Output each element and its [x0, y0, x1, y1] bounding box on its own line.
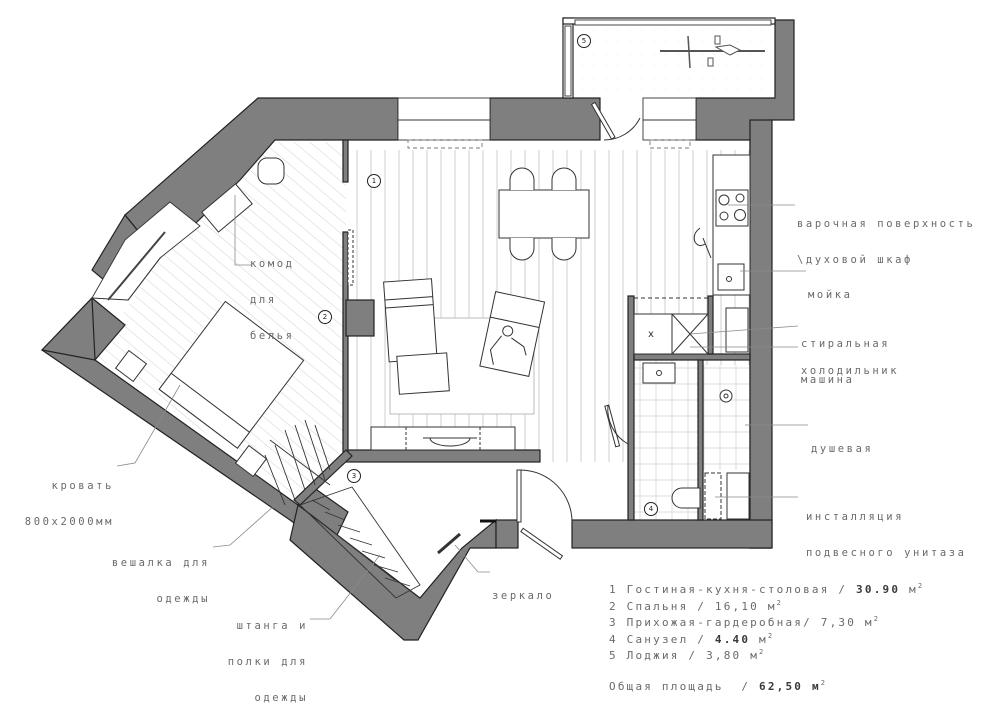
label-hanger: вешалка для одежды: [100, 533, 210, 617]
wall-column: [345, 299, 375, 337]
label-fridge: холодильник: [801, 341, 899, 389]
door-loggia-leaf: [590, 101, 616, 140]
entrance-door-leaf: [516, 469, 522, 523]
legend-row-2: 2 Спальня / 16,10 м2: [609, 598, 784, 613]
label-line: мойка: [808, 289, 853, 301]
label-line: одежды: [156, 593, 210, 605]
label-line: зеркало: [492, 590, 555, 602]
label-line: кровать: [51, 480, 114, 492]
svg-text:x: x: [648, 329, 654, 340]
label-toilet-installation: инсталляция подвесного унитаза: [806, 487, 967, 571]
entrance-door-leaf-2: [520, 527, 564, 560]
label-line: комод: [250, 258, 295, 270]
mirror: [437, 532, 461, 555]
nightstand: [114, 349, 148, 383]
chair: [551, 238, 577, 261]
hanger-wardrobe: [264, 419, 331, 506]
wall-right: [749, 119, 773, 549]
label-mirror: зеркало: [492, 566, 554, 614]
toilet: [671, 487, 701, 509]
wall-partition-living-hall: [345, 449, 541, 463]
area-legend: 1 Гостиная-кухня-столовая / 30.90 м2 2 С…: [609, 580, 924, 694]
dining-table: [498, 189, 590, 239]
washing-machine: [633, 313, 673, 355]
label-line: холодильник: [801, 365, 900, 377]
wall-bedroom-west: [41, 297, 349, 551]
wall-partition-bedroom-2: [342, 231, 349, 453]
loggia-glazing-top: [574, 19, 772, 26]
label-bed: кровать 800x2000мм: [14, 456, 114, 540]
label-line: вешалка для: [111, 557, 210, 569]
label-sink: мойка: [808, 265, 853, 313]
label-line: машина: [801, 374, 855, 386]
label-rails-shelves: штанга и полки для одежды: [218, 596, 308, 716]
label-line: полки для: [227, 656, 308, 668]
wall-laundry-right: [707, 295, 714, 355]
toilet-installation: [704, 472, 722, 520]
wall-top-mid: [489, 97, 601, 141]
legend-total: Общая площадь / 62,50 м2: [609, 678, 828, 693]
bed: [158, 300, 305, 449]
label-line: варочная поверхность: [797, 218, 976, 230]
room-marker-5: 5: [577, 34, 591, 48]
label-washing-machine: стиральная машина: [801, 314, 890, 398]
label-line: штанга и: [236, 620, 308, 632]
tv: [423, 437, 477, 447]
label-shower: душевая: [811, 419, 873, 467]
floor-plan: x: [40, 17, 808, 641]
chair: [509, 238, 535, 261]
label-line: душевая: [811, 443, 874, 455]
chair: [509, 167, 535, 190]
label-line: подвесного унитаза: [806, 547, 967, 559]
label-line: \духовой шкаф: [797, 254, 913, 266]
legend-row-4: 4 Санузел / 4.40 м2: [609, 631, 775, 646]
room-marker-1: 1: [367, 174, 381, 188]
nightstand: [234, 444, 268, 478]
person-kitchen: [693, 227, 712, 259]
label-line: 800x2000мм: [24, 516, 114, 528]
loggia-glazing-left: [564, 25, 572, 97]
armchair: [479, 291, 546, 377]
wall-bath-left: [627, 295, 635, 521]
loggia-floor: [573, 22, 769, 97]
doors: [516, 101, 641, 560]
sofa: [383, 278, 450, 395]
leader-lines: [116, 195, 808, 620]
windows: [91, 19, 772, 301]
label-line: стиральная: [801, 338, 891, 350]
label-dresser: комод для белья: [250, 234, 295, 354]
bicycle: [660, 35, 765, 69]
label-line: инсталляция: [806, 511, 905, 523]
shower-floor: [702, 365, 750, 470]
wall-southwest: [40, 296, 96, 361]
window-bedroom: [91, 201, 201, 301]
wall-bottom-mid: [495, 519, 519, 549]
wall-bottom-right: [571, 519, 773, 549]
label-line: для: [250, 294, 277, 306]
window-kitchen: [642, 97, 697, 141]
window-living: [397, 97, 491, 141]
chair: [551, 167, 577, 190]
room-marker-3: 3: [347, 469, 361, 483]
wall-bath-top: [633, 353, 751, 361]
room-marker-4: 4: [644, 502, 658, 516]
legend-row-3: 3 Прихожая-гардеробная/ 7,30 м2: [609, 615, 881, 630]
legend-row-1: 1 Гостиная-кухня-столовая / 30.90 м2: [609, 582, 925, 596]
label-line: белья: [250, 330, 295, 342]
rails-and-shelves: [299, 486, 421, 599]
wall-partition-bedroom: [342, 139, 349, 183]
label-hob-oven: варочная поверхность \духовой шкаф: [797, 194, 975, 278]
furniture: x: [114, 35, 765, 599]
bedroom-chair: [257, 157, 285, 185]
label-line: одежды: [254, 692, 308, 704]
cabinet-right-2: [726, 472, 750, 520]
legend-row-5: 5 Лоджия / 3,80 м2: [609, 648, 766, 663]
radiator: [347, 229, 354, 286]
wall-bath-mid: [697, 359, 704, 521]
room-marker-2: 2: [318, 310, 332, 324]
